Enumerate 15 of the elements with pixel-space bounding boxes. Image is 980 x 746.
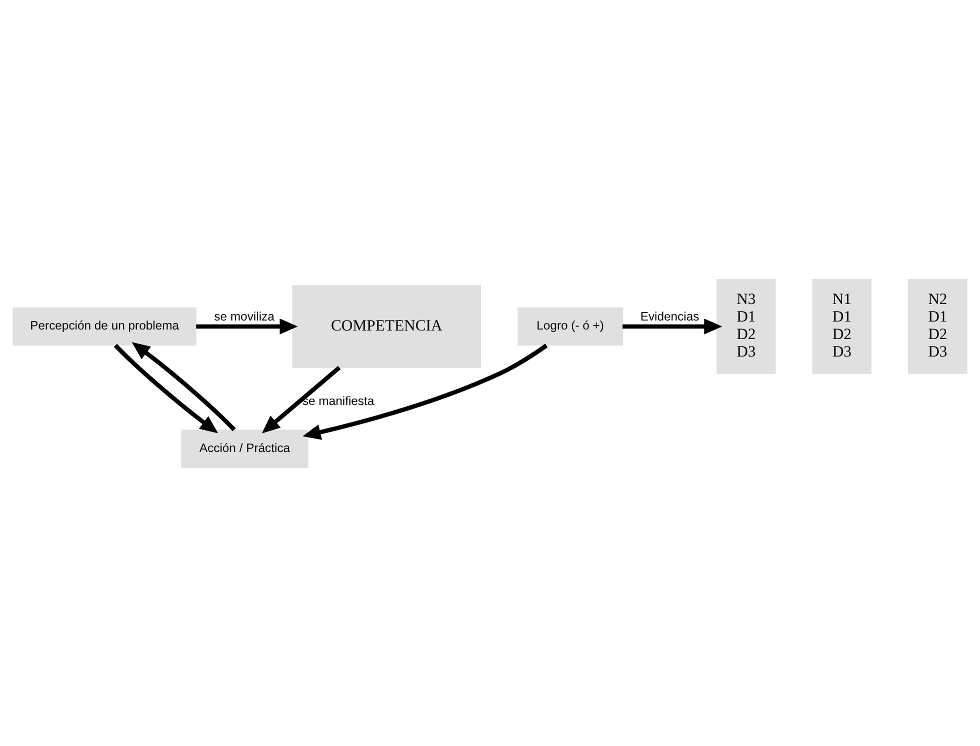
arrow xyxy=(132,342,236,431)
arrow xyxy=(114,343,218,433)
node-box: Acción / Práctica xyxy=(181,429,308,468)
node-box: Logro (- ó +) xyxy=(518,306,623,346)
arrow xyxy=(262,365,341,433)
node-box: COMPETENCIA xyxy=(292,284,482,368)
node-box: Percepción de un problema xyxy=(12,306,196,346)
arrow xyxy=(196,318,298,334)
arrow xyxy=(302,343,548,440)
node-box: N2 D1 D2 D3 xyxy=(908,278,968,374)
arrow xyxy=(622,318,722,334)
edge-label: se moviliza xyxy=(214,309,274,324)
edge-label: Evidencias xyxy=(640,309,700,324)
node-box: N1 D1 D2 D3 xyxy=(812,278,872,374)
node-box: N3 D1 D2 D3 xyxy=(716,278,776,374)
